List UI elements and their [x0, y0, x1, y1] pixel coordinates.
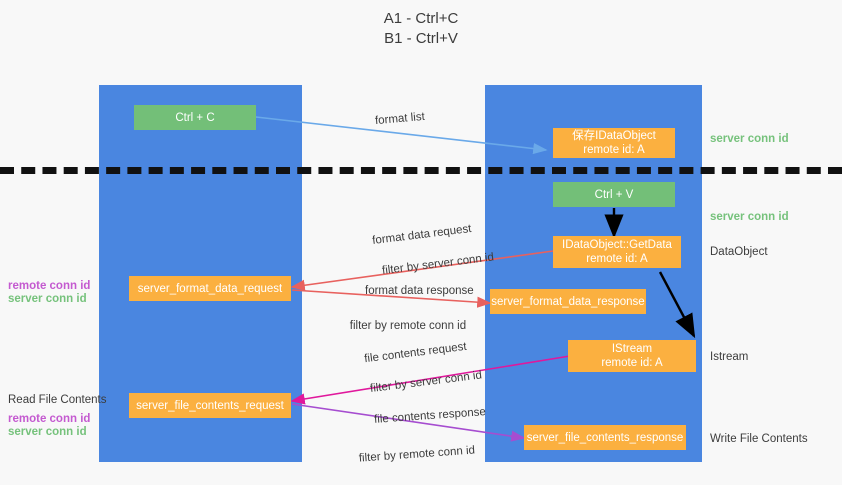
annotation-server-conn-id-top: server conn id	[710, 133, 789, 145]
annotation-server-conn-id-2: server conn id	[8, 426, 87, 438]
filter-value-server-conn-id-2: server conn id	[409, 369, 483, 391]
box-istream[interactable]: IStream remote id: A	[568, 340, 696, 372]
annotation-dataobject: DataObject	[710, 246, 768, 258]
annotation-server-conn-id-mid: server conn id	[710, 211, 789, 223]
annotation-write-file-contents: Write File Contents	[710, 433, 808, 445]
annotation-remote-conn-id-1: remote conn id	[8, 280, 91, 292]
annotation-istream: Istream	[710, 351, 749, 363]
filter-prefix-4: filter by	[358, 449, 400, 465]
annotation-remote-conn-id-2: remote conn id	[8, 413, 91, 425]
filter-value-remote-conn-id-2: remote conn id	[398, 444, 476, 462]
filter-prefix-1: filter by	[381, 260, 423, 278]
box-server-format-data-response[interactable]: server_format_data_response	[490, 289, 646, 314]
label-format-data-response-filter: filter by remote conn id	[337, 305, 466, 347]
label-format-data-response: format data response	[365, 285, 474, 297]
label-format-list: format list	[374, 110, 426, 128]
label-file-contents-response-filter: filter by remote conn id	[345, 430, 477, 481]
annotation-server-conn-id-1: server conn id	[8, 293, 87, 305]
diagram-title: A1 - Ctrl+C B1 - Ctrl+V	[383, 10, 459, 47]
box-idataobject-getdata[interactable]: IDataObject::GetData remote id: A	[553, 236, 681, 268]
box-ctrl-c[interactable]: Ctrl + C	[134, 105, 256, 130]
box-save-idataobject[interactable]: 保存IDataObject remote id: A	[553, 128, 675, 158]
box-server-file-contents-response[interactable]: server_file_contents_response	[524, 425, 686, 450]
annotation-read-file-contents: Read File Contents	[8, 394, 107, 406]
box-ctrl-v[interactable]: Ctrl + V	[553, 182, 675, 207]
filter-prefix-2: filter by	[349, 320, 391, 332]
box-server-file-contents-request[interactable]: server_file_contents_request	[129, 393, 291, 418]
box-server-format-data-request[interactable]: server_format_data_request	[129, 276, 291, 301]
dashed-separator	[0, 167, 842, 174]
label-file-contents-response: file contents response	[373, 406, 487, 426]
filter-value-remote-conn-id-1: remote conn id	[390, 320, 467, 332]
filter-value-server-conn-id-1: server conn id	[421, 251, 495, 273]
filter-prefix-3: filter by	[369, 378, 411, 396]
